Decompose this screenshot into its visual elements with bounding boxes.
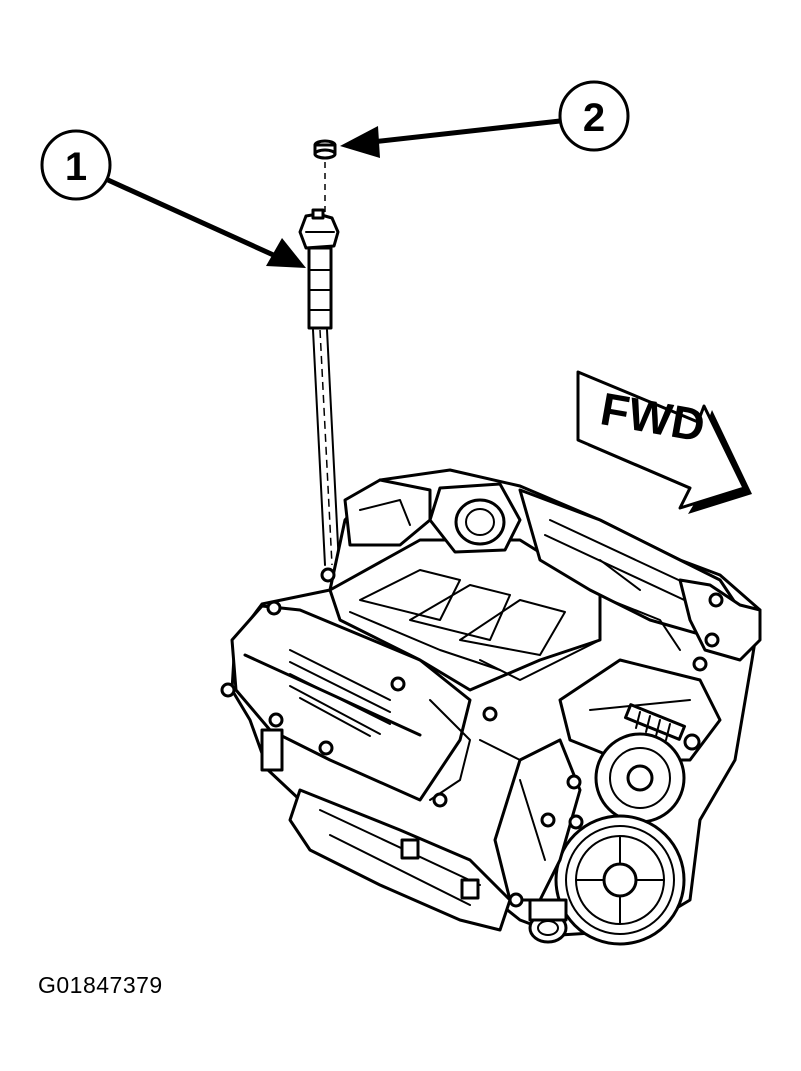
callout-1-label: 1 — [65, 145, 87, 189]
ignition-coil — [298, 208, 340, 566]
callout-2-arrowhead — [340, 126, 380, 158]
callout-1: 1 — [40, 129, 306, 268]
callout-2-leader — [371, 118, 561, 145]
idler-pulley — [594, 732, 686, 824]
crankshaft-pulley — [554, 814, 686, 946]
forward-direction-arrow: FWD — [576, 370, 752, 514]
callout-2-label: 2 — [583, 96, 605, 140]
coil-nut — [313, 139, 337, 215]
figure-id: G01847379 — [38, 972, 163, 998]
engine-assembly — [220, 468, 762, 946]
lower-hose-fitting — [528, 898, 568, 944]
callout-1-circle — [40, 129, 112, 201]
callout-2: 2 — [340, 80, 630, 158]
callout-1-arrowhead — [266, 238, 306, 268]
bracket-bolt — [623, 703, 701, 751]
callout-1-leader — [106, 177, 282, 261]
callout-2-circle — [558, 80, 630, 152]
